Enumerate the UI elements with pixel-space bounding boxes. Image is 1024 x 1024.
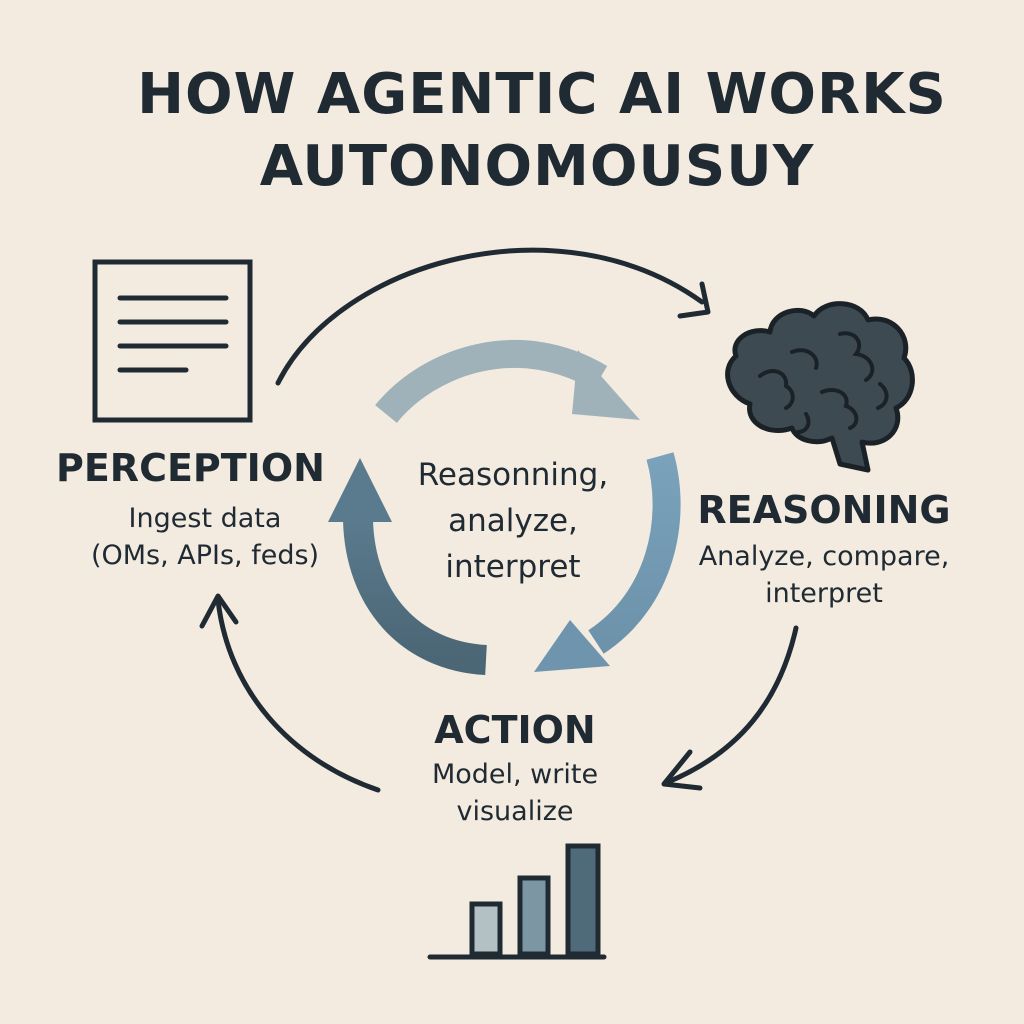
arrow-reasoning-to-action — [665, 625, 799, 785]
action-description-line: Model, write — [431, 759, 599, 790]
perception-description: Ingest data (OMs, APIs, feds) — [60, 500, 350, 574]
inner-arrow-top-head — [572, 350, 640, 420]
action-description-line: visualize — [456, 796, 574, 827]
perception-description-line: (OMs, APIs, feds) — [90, 540, 320, 571]
arrow-action-to-perception — [215, 597, 381, 793]
inner-arrow-right-head — [534, 620, 610, 672]
arrow-action-to-perception-head — [199, 593, 239, 629]
arrow-perception-to-reasoning — [275, 247, 705, 386]
arrow-perception-to-reasoning-head — [677, 281, 711, 319]
reasoning-description-line: interpret — [765, 578, 883, 609]
inner-cycle-arrows — [328, 339, 681, 675]
reasoning-heading: REASONING — [697, 488, 951, 532]
bar-chart-icon — [427, 843, 607, 960]
diagram-title-line-1: HOW AGENTIC AI WORKS — [137, 62, 947, 127]
center-label-line: interpret — [445, 549, 581, 585]
center-label-line: analyze, — [448, 503, 578, 539]
inner-arrow-left-head — [328, 458, 392, 522]
perception-heading: PERCEPTION — [56, 446, 325, 490]
inner-arrow-top — [375, 339, 608, 424]
outer-cycle-arrows — [199, 247, 799, 793]
perception-description-line: Ingest data — [128, 503, 282, 534]
center-label-line: Reasonning, — [417, 457, 609, 493]
arrow-reasoning-to-action-head — [661, 749, 703, 791]
brain-icon — [725, 301, 915, 473]
diagram-title-line-2: AUTONOMOUSUY — [259, 134, 815, 199]
action-heading: ACTION — [434, 708, 596, 752]
document-icon — [92, 259, 253, 423]
reasoning-description-line: Analyze, compare, — [698, 541, 950, 572]
action-description: Model, write visualize — [400, 756, 630, 830]
inner-arrow-left — [343, 519, 488, 675]
center-label: Reasonning, analyze, interpret — [382, 452, 644, 590]
reasoning-description: Analyze, compare, interpret — [690, 538, 958, 612]
inner-arrow-right — [587, 452, 681, 654]
